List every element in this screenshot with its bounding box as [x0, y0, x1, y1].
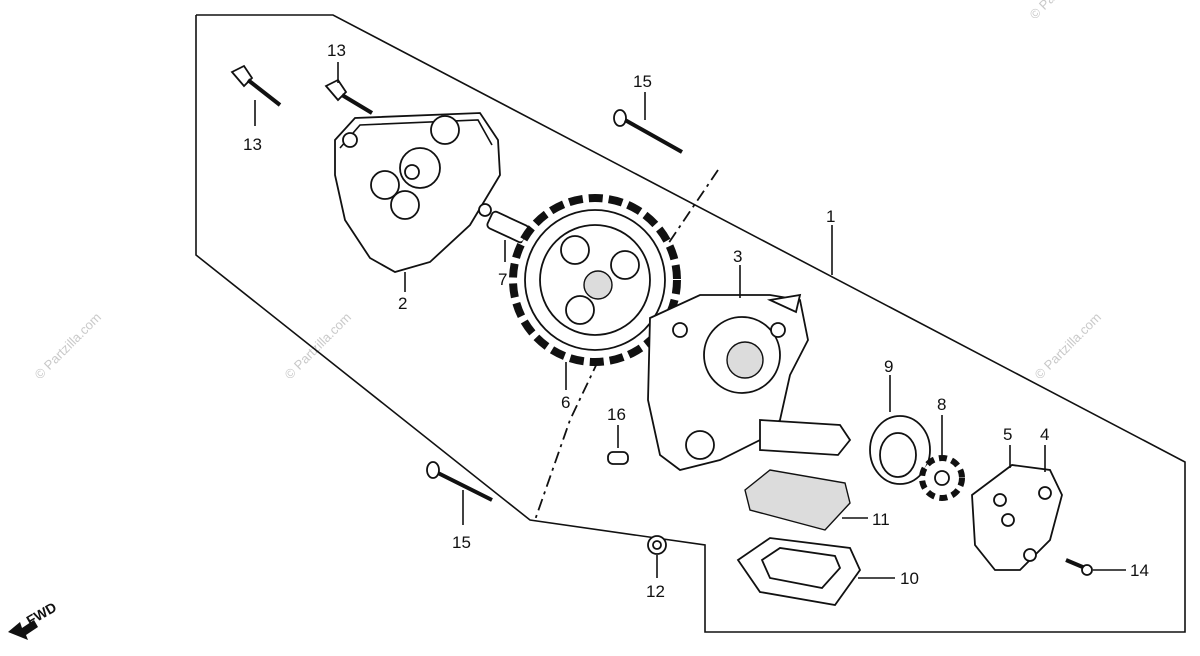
arrow-icon — [8, 620, 38, 640]
callout-4: 4 — [1040, 425, 1049, 444]
strainer-seal — [736, 537, 862, 606]
callout-1: 1 — [826, 207, 835, 226]
inner-rotor — [919, 455, 965, 501]
fwd-label: FWD — [24, 599, 60, 629]
pump-cover — [334, 112, 501, 273]
end-plate — [971, 464, 1063, 571]
callout-7: 7 — [498, 270, 507, 289]
callout-9: 9 — [884, 357, 893, 376]
callout-3: 3 — [733, 247, 742, 266]
bolt-15-lower — [426, 461, 493, 502]
callout-15-upper: 15 — [633, 72, 652, 91]
bolt-13-left — [230, 64, 282, 107]
alignment-line — [534, 169, 719, 521]
callout-labels: 1 2 3 4 5 6 7 8 9 10 11 12 13 13 14 15 1… — [243, 41, 1149, 601]
watermark-text: © Partzilla.com — [32, 310, 105, 383]
fwd-arrow: FWD — [8, 599, 59, 640]
callout-5: 5 — [1003, 425, 1012, 444]
oil-screen — [744, 469, 851, 531]
callout-16: 16 — [607, 405, 626, 424]
watermark-text: © Partzilla.com — [1027, 0, 1100, 22]
bolt-15-upper — [613, 109, 683, 154]
sprocket — [509, 194, 681, 366]
callout-14: 14 — [1130, 561, 1149, 580]
dowel-pin — [607, 451, 629, 465]
callout-11: 11 — [872, 510, 890, 529]
assembly-boundary — [195, 14, 1186, 633]
callout-13-upper: 13 — [327, 41, 346, 60]
callout-2: 2 — [398, 294, 407, 313]
callout-6: 6 — [561, 393, 570, 412]
washer — [647, 535, 667, 555]
callout-15-lower: 15 — [452, 533, 471, 552]
outer-rotor — [869, 415, 931, 485]
callout-13-lower: 13 — [243, 135, 262, 154]
pump-body — [647, 293, 852, 471]
bolt-14 — [1065, 558, 1093, 576]
watermark-text: © Partzilla.com — [1032, 310, 1105, 383]
callout-8: 8 — [937, 395, 946, 414]
callout-12: 12 — [646, 582, 665, 601]
bolt-13-right — [324, 78, 374, 115]
callout-10: 10 — [900, 569, 919, 588]
